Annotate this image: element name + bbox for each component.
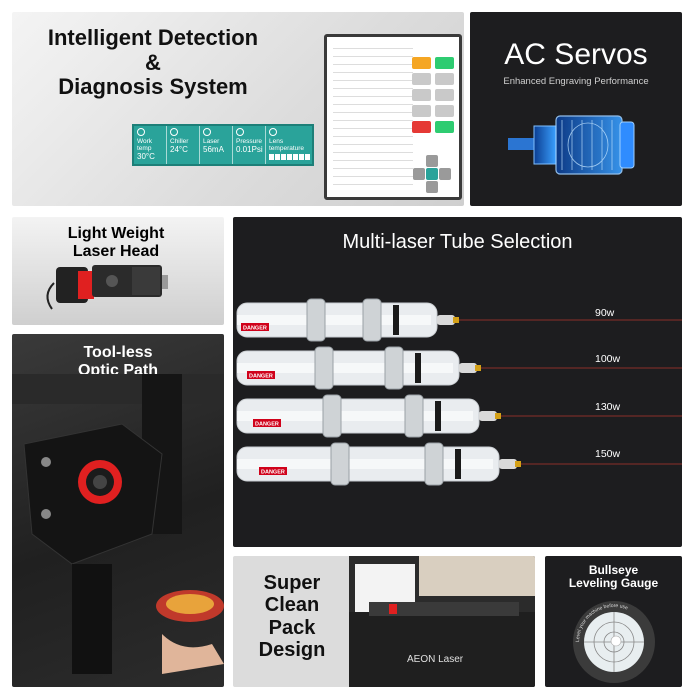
status-label: Pressure [236,138,263,145]
tube-option-150w: 150w [595,448,621,460]
laser-head-icon [46,265,168,310]
detection-title-line1: Intelligent Detection [47,25,259,50]
detection-title-line3: Diagnosis System [58,74,248,100]
leveling-title-line2: Leveling Gauge [568,576,659,591]
laser-machine-image: AEON Laser [349,556,535,687]
laser-head-title: Light Weight Laser Head [36,225,196,261]
laser-tube-150w: DANGER [236,442,682,486]
status-value: 56mA [203,145,224,155]
control-panel-screen [324,34,462,200]
laser-tubes-graphic: DANGER DANGER DANGER DANGER [236,298,682,486]
servos-panel: AC Servos Enhanced Engraving Performance [470,12,682,206]
pack-title-line3: Pack [268,616,316,639]
machine-brand-label: AEON Laser [407,654,464,665]
optic-mount-icon [12,374,224,674]
status-label: Lens temperature [269,138,305,153]
status-label: Chiller [170,138,189,145]
leveling-panel: Bullseye Leveling Gauge Level your machi… [545,556,682,687]
danger-label [259,467,287,475]
tube-option-100w: 100w [595,353,621,365]
servos-subtitle: Enhanced Engraving Performance [503,76,649,87]
leveling-title: Bullseye Leveling Gauge [545,563,682,591]
detection-panel: Intelligent Detection & Diagnosis System… [12,12,464,206]
status-lens-temp: Lens temperature [266,126,312,164]
status-label: Laser [203,138,220,145]
laser-head-title-line2: Laser Head [72,242,160,260]
optic-title-line1: Tool-less [83,344,153,361]
detection-title: Intelligent Detection & Diagnosis System [18,25,288,100]
lens-icon [269,128,277,136]
danger-label [247,371,275,379]
lens-digit-readout [269,154,310,161]
status-work-temp: Work temp 30°C [134,126,167,164]
status-chiller: Chiller 24°C [167,126,200,164]
screen-rows [333,43,413,187]
status-label: Work temp [137,138,153,153]
bullseye-gauge-icon: Level your machine before use [573,601,655,683]
pack-title: Super Clean Pack Design [239,572,345,662]
pack-title-line4: Design [258,639,326,662]
direction-pad-icon [413,155,451,193]
optic-panel: Tool-less Optic Path [12,334,224,687]
screen-buttons [412,57,454,133]
danger-label-text: DANGER [243,326,267,332]
thermometer-icon [137,128,145,136]
gauge-icon [236,128,244,136]
status-value: 30°C [137,152,155,162]
status-bar: Work temp 30°C Chiller 24°C Laser 56mA P… [132,124,314,166]
danger-label-text: DANGER [261,470,285,476]
status-pressure: Pressure 0.01Psi [233,126,266,164]
laser-head-panel: Light Weight Laser Head [12,217,224,325]
status-value: 0.01Psi [236,145,263,155]
servo-motor-icon [508,115,635,175]
danger-label [241,323,269,331]
pack-panel: Super Clean Pack Design AEON Laser [233,556,535,687]
laser-icon [203,128,211,136]
laser-tube-130w: DANGER [236,394,682,438]
laser-head-title-line1: Light Weight [67,225,165,242]
laser-tube-100w: DANGER [236,346,682,390]
tube-option-130w: 130w [595,401,621,413]
snowflake-icon [170,128,178,136]
pack-title-line1: Super [263,572,321,594]
laser-tube-90w: DANGER [236,298,682,342]
leveling-title-line1: Bullseye [588,563,639,577]
danger-label-text: DANGER [255,422,279,428]
danger-label [253,419,281,427]
tube-option-90w: 90w [595,307,615,319]
tubes-title: Multi-laser Tube Selection [342,231,573,253]
status-value: 24°C [170,145,188,155]
pack-title-line2: Clean [264,594,320,617]
servos-title: AC Servos [504,38,648,71]
danger-label-text: DANGER [249,374,273,380]
detection-title-line2: & [145,49,161,75]
status-laser: Laser 56mA [200,126,233,164]
